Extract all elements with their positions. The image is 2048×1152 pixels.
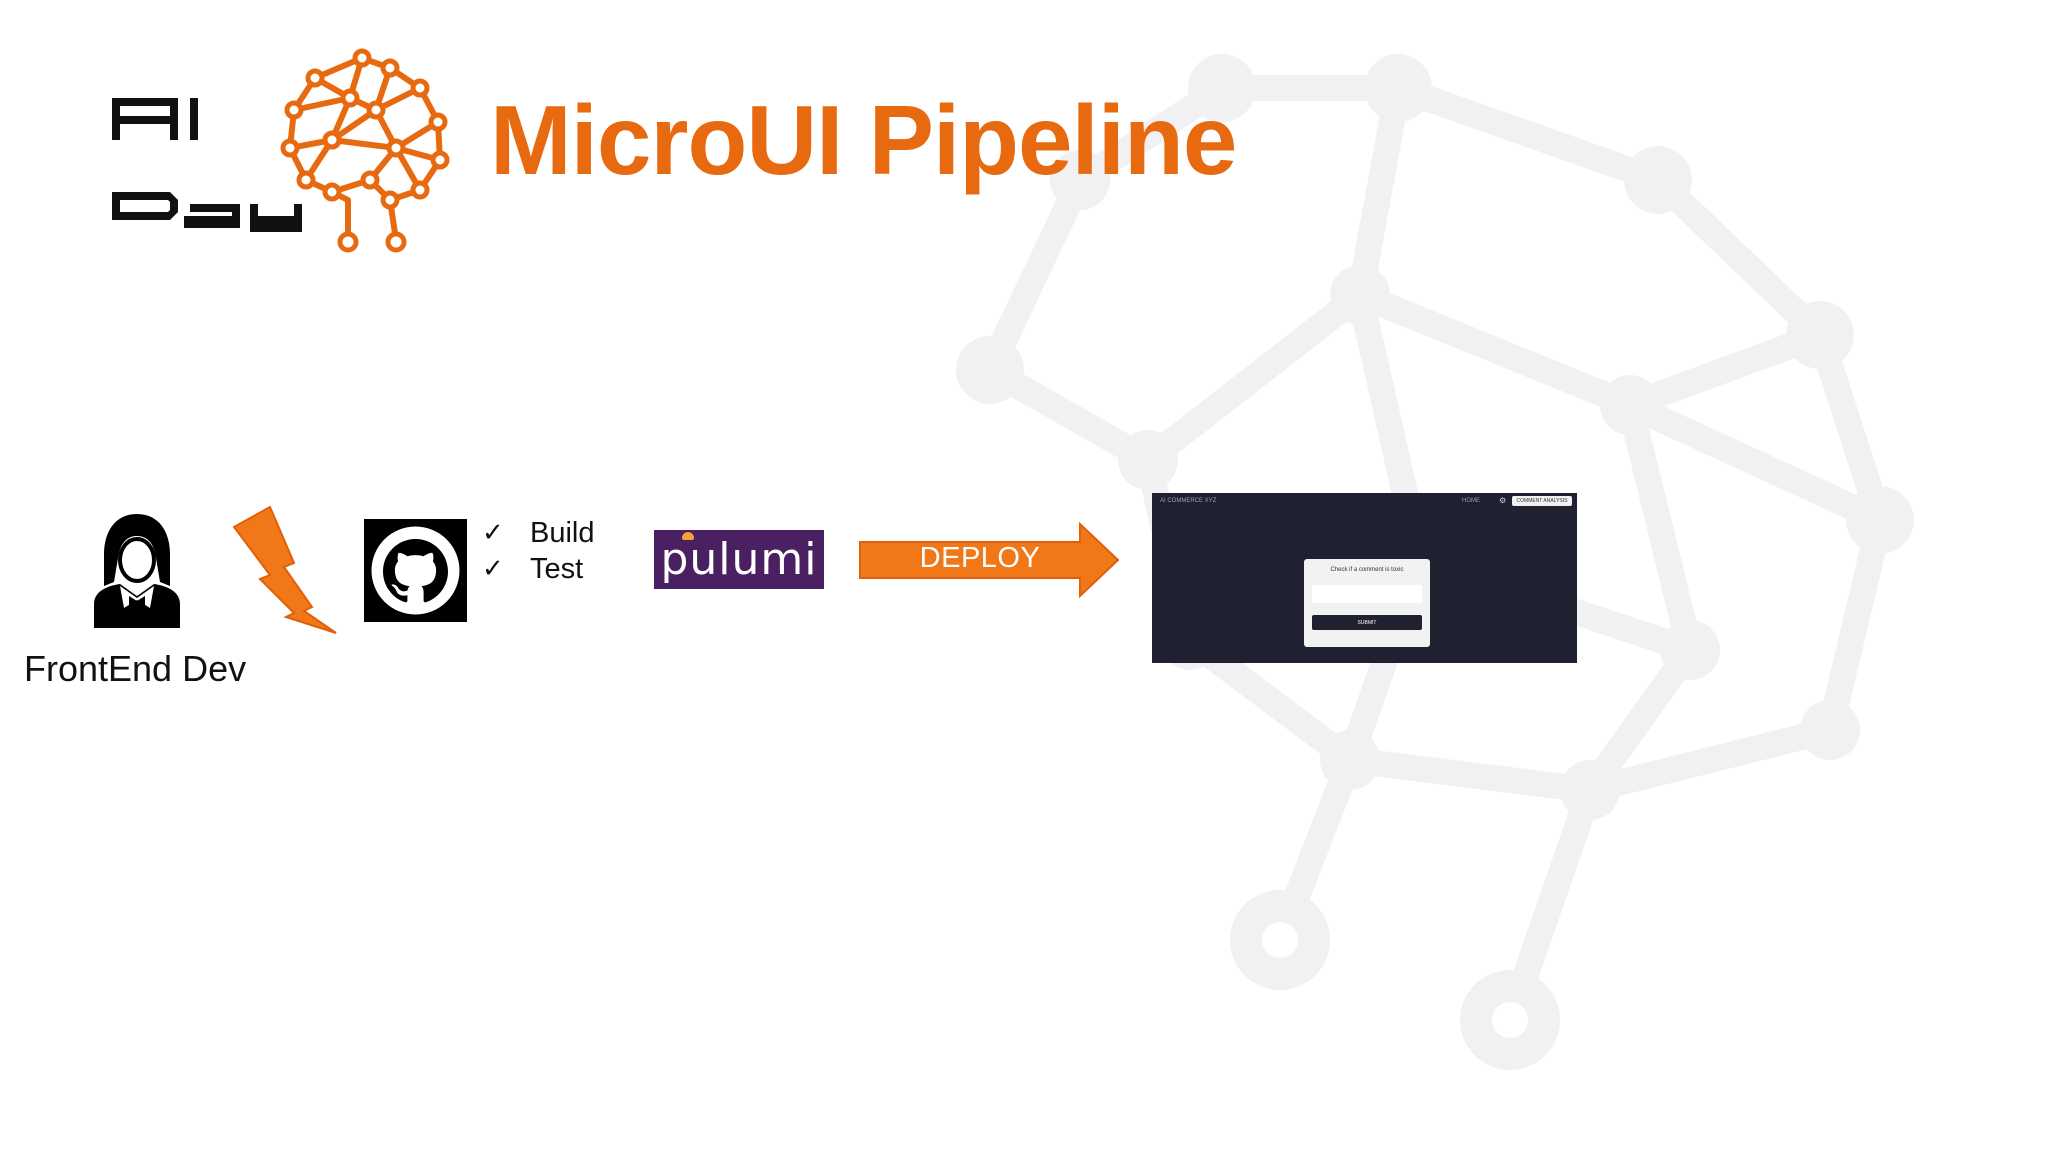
app-nav-link: HOME xyxy=(1462,498,1480,504)
app-top-button: COMMENT ANALYSIS xyxy=(1512,496,1572,506)
gear-icon: ⚙ xyxy=(1499,496,1507,505)
developer-label: FrontEnd Dev xyxy=(24,648,247,689)
github-logo-tile xyxy=(364,519,467,622)
app-submit-button: SUBMIT xyxy=(1312,615,1422,630)
github-icon xyxy=(371,526,460,615)
app-card: Check if a comment is toxic SUBMIT xyxy=(1304,559,1430,647)
deployed-app-preview: AI COMMERCE XYZ HOME ⚙ COMMENT ANALYSIS … xyxy=(1152,493,1577,663)
app-comment-input xyxy=(1312,585,1422,603)
pulumi-wordmark: pulumi xyxy=(660,531,818,585)
ci-step-build: ✓ Build xyxy=(482,515,595,551)
female-developer-icon xyxy=(94,514,180,628)
ci-checklist: ✓ Build ✓ Test xyxy=(482,515,595,587)
app-brand: AI COMMERCE XYZ xyxy=(1160,498,1217,504)
page-title: MicroUI Pipeline xyxy=(490,85,1237,195)
right-arrow-icon xyxy=(859,522,1120,598)
ci-step-label: Test xyxy=(530,552,584,585)
check-icon: ✓ xyxy=(482,554,504,584)
pulumi-mark xyxy=(682,531,695,540)
deploy-label: DEPLOY xyxy=(919,542,1041,574)
lightning-bolt-icon xyxy=(232,505,337,634)
pulumi-logo: pulumi xyxy=(654,530,824,589)
ai-day-logo xyxy=(112,48,450,253)
check-icon: ✓ xyxy=(482,518,504,548)
app-card-title: Check if a comment is toxic xyxy=(1330,567,1404,573)
ci-step-label: Build xyxy=(530,516,595,549)
ci-step-test: ✓ Test xyxy=(482,551,595,587)
